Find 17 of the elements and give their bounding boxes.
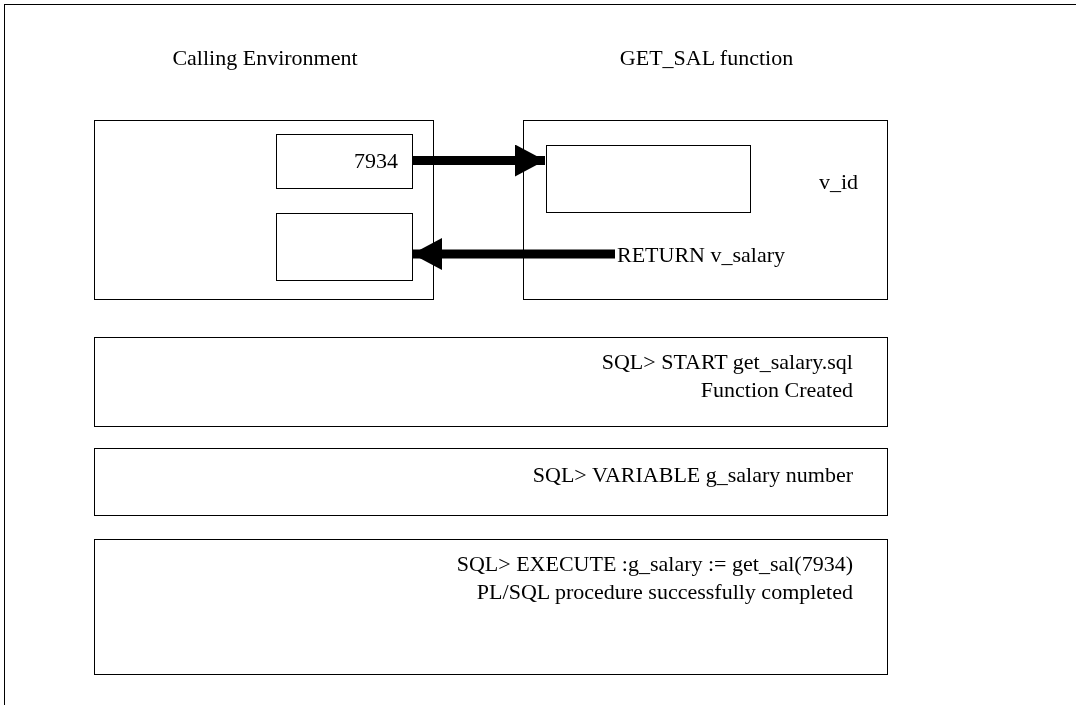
value-box: [276, 134, 413, 189]
command-box: [94, 539, 888, 675]
command-box: [94, 337, 888, 427]
parameter-label: v_id: [819, 168, 859, 196]
value-text: 7934: [354, 147, 398, 175]
panel-heading: GET_SAL function: [618, 44, 795, 72]
command-text: SQL> START get_salary.sql: [601, 348, 853, 376]
return-statement: RETURN v_salary: [617, 237, 857, 273]
command-text: Function Created: [699, 375, 853, 403]
arrow: [412, 238, 615, 270]
command-text: PL/SQL procedure successfully completed: [475, 577, 853, 605]
command-text: SQL> VARIABLE g_salary number: [532, 461, 853, 489]
return-value-box: [276, 213, 413, 281]
arrow: [412, 144, 545, 177]
command-box: [94, 448, 888, 516]
panel-heading: Calling Environment: [171, 44, 359, 72]
command-text: SQL> EXECUTE :g_salary := get_sal(7934): [456, 550, 853, 578]
